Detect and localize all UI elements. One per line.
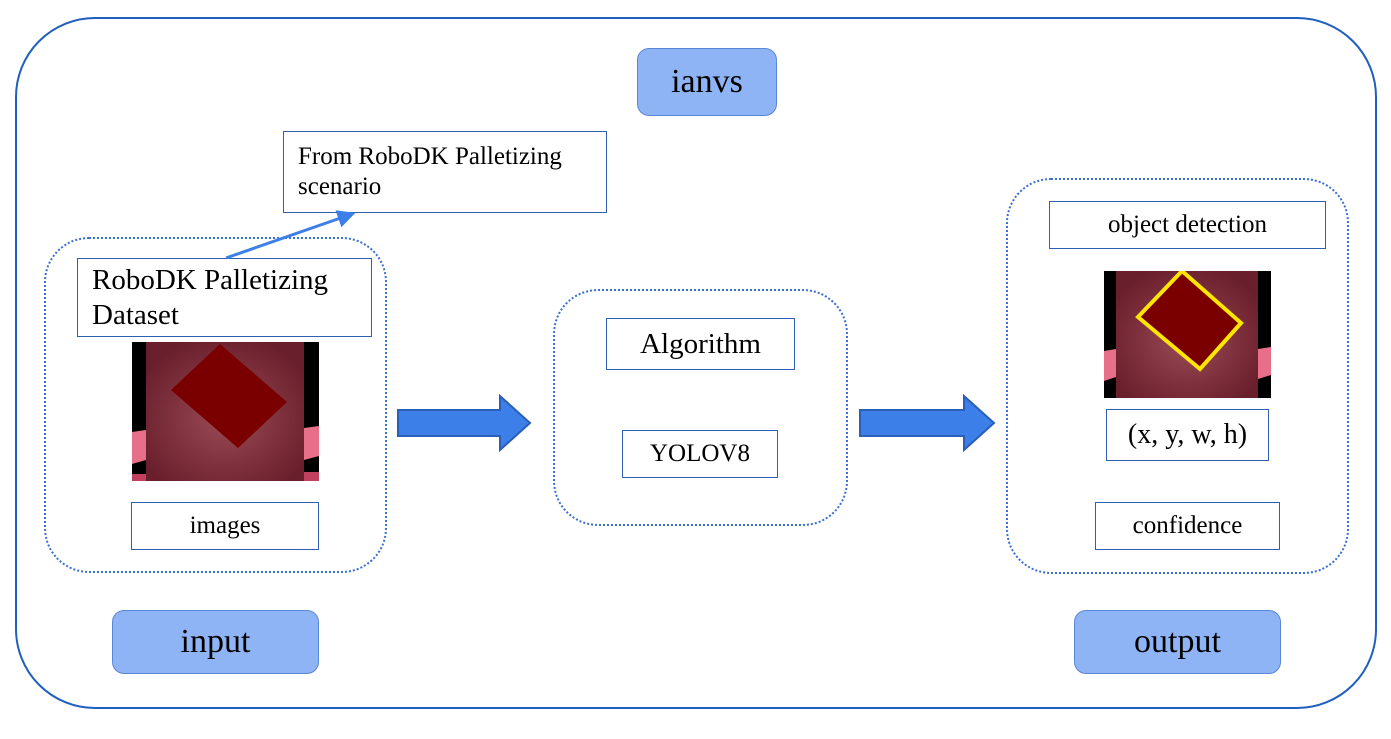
arrow-right-icon xyxy=(397,393,532,453)
ianvs-label: ianvs xyxy=(637,48,777,116)
algorithm-label: Algorithm xyxy=(606,318,795,370)
object-detection-label: object detection xyxy=(1049,201,1326,249)
source-note: From RoboDK Palletizing scenario xyxy=(283,131,607,213)
arrow-right-icon xyxy=(859,393,996,453)
dataset-label: RoboDK Palletizing Dataset xyxy=(77,258,372,337)
input-image-thumbnail xyxy=(132,342,319,481)
source-note-text: From RoboDK Palletizing scenario xyxy=(298,143,562,200)
algorithm-group xyxy=(553,289,848,526)
confidence-label: confidence xyxy=(1095,502,1280,550)
images-label: images xyxy=(131,502,319,550)
connector-arrow-icon xyxy=(225,210,356,260)
input-group xyxy=(44,237,387,573)
dataset-label-text: RoboDK Palletizing Dataset xyxy=(92,263,329,331)
ianvs-frame xyxy=(15,17,1377,709)
bbox-label: (x, y, w, h) xyxy=(1106,409,1269,461)
output-image-thumbnail xyxy=(1104,271,1271,398)
output-label: output xyxy=(1074,610,1281,674)
input-label: input xyxy=(112,610,319,674)
output-group xyxy=(1006,178,1349,574)
model-label: YOLOV8 xyxy=(622,430,778,478)
